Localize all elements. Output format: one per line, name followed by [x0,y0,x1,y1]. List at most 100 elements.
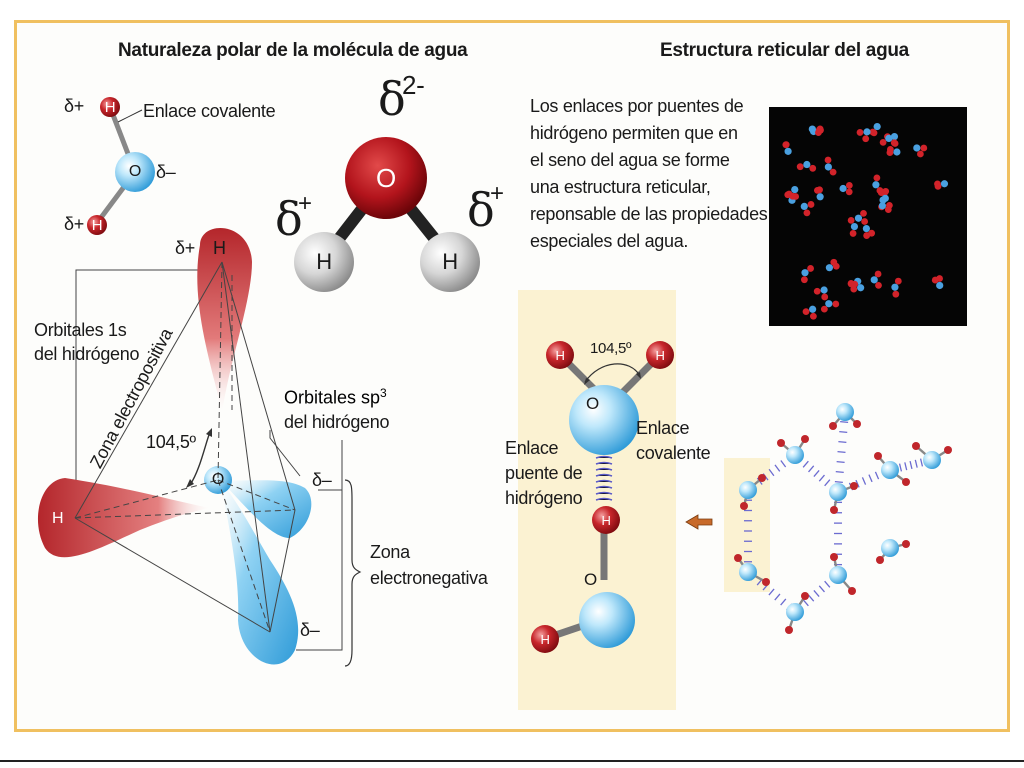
leader-line [269,430,301,477]
h-atom-label: H [213,238,226,258]
bracket-line [296,440,343,651]
lattice-hydrogen [860,209,867,217]
hydrogen-atom [853,420,861,428]
hydrogen-atom [762,578,770,586]
lattice-hydrogen [807,265,814,272]
lattice-hydrogen [802,308,810,316]
lattice-hydrogen [851,280,859,288]
lattice-hydrogen [934,180,941,188]
h-atom-label: H [91,216,103,234]
hbond-label: puente de [505,463,583,483]
lattice-oxygen [885,134,893,143]
lattice-oxygen [881,194,889,202]
lattice-hydrogen [820,305,828,313]
delta-symbol: δ [275,192,303,246]
lattice-oxygen [857,284,865,292]
lattice-oxygen [872,181,880,189]
hydrogen-atom [734,554,742,562]
delta-symbol: δ [467,183,495,237]
left-title: Naturaleza polar de la molécula de agua [118,40,468,61]
hbond-dash [919,458,924,467]
hydrogen-atom [801,435,809,443]
hydrogen-atom [830,553,838,561]
h-atom-label: H [104,98,116,116]
oxygen-atom [579,592,635,648]
hbond-dash [874,471,880,480]
delta-symbol: δ [378,72,406,126]
oxygen-atom [881,539,899,557]
hbond-dash [813,470,820,477]
hydrogen-atom [531,625,559,653]
lattice-oxygen [809,305,817,313]
hbond-dash [834,481,843,483]
description-paragraph: Los enlaces por puentes de hidrógeno per… [530,96,768,252]
lattice-oxygen [808,125,816,133]
hydrogen-atom [848,587,856,595]
h-atom-label: H [442,249,458,274]
hbond-network [734,403,952,634]
lattice-oxygen [801,269,809,277]
hbond-label: Enlace [505,438,559,458]
hbond-dash [813,590,820,597]
delta-plus-label: δ+ [175,238,195,258]
hydrogen-atom [546,341,574,369]
leader-line [117,109,143,123]
delta-minus-label: δ– [300,620,320,640]
lattice-oxygen [816,193,824,201]
lattice-oxygen [862,224,870,233]
lattice-hydrogen [877,189,885,197]
charge-superscript: 2- [402,70,425,100]
small-water-molecule [87,97,155,235]
hbond-dash [818,474,825,482]
lattice-hydrogen [920,144,928,152]
hydrogen-orbital-lobe [37,478,210,558]
lattice-hydrogen [879,139,887,146]
lattice-hydrogen [892,290,900,298]
lattice-oxygen [803,160,811,169]
zona-electronegativa-label: Zona [370,542,410,562]
lattice-hydrogen [809,164,817,172]
tetrahedron-lines [74,261,296,633]
covalent-bond-label: Enlace [636,418,690,438]
oxygen-atom [739,563,757,581]
lone-pair-orbital-lobe [220,480,312,538]
lattice-hydrogen [816,186,823,194]
hydrogen-atom [830,506,838,514]
oxygen-atom [923,451,941,469]
lattice-oxygen [825,264,834,272]
hbond-dash [839,431,848,433]
hydrogen-orbital-lobe [197,227,252,412]
hydrogen-atom [777,439,785,447]
hydrogen-atom [294,232,354,292]
orbital-diagram [37,227,362,667]
pointer-arrow [685,514,713,530]
hydrogen-atom [902,478,910,486]
dashed-lines [74,261,296,633]
hydrogen-atom [646,341,674,369]
hydrogen-atom [874,452,882,460]
arrowhead [584,378,590,385]
hbond-dash [898,463,903,472]
arrowhead [186,479,194,488]
lattice-hydrogen [832,262,840,270]
description-line: hidrógeno permiten que en [530,123,738,143]
hbond-dash [914,459,918,468]
description-line: el seno del agua se forme [530,150,730,170]
oxygen-atom [836,403,854,421]
o-atom-label: O [128,163,142,180]
hbond-dash [808,594,815,602]
lattice-hydrogen [856,129,864,136]
lattice-hydrogen [815,126,823,134]
o-atom-label: O [376,162,396,193]
hbond-label: hidrógeno [505,488,583,508]
delta-minus-label: δ– [312,470,332,490]
arrowhead [636,372,641,379]
lattice-oxygen [854,214,863,222]
lattice-hydrogen [807,201,815,208]
oxygen-atom [345,137,427,219]
lattice-hydrogen [862,135,870,143]
orbitals-sp3-label: Orbitales sp3 [284,386,387,408]
lattice-hydrogen [863,232,871,239]
lattice-hydrogen [849,230,857,237]
